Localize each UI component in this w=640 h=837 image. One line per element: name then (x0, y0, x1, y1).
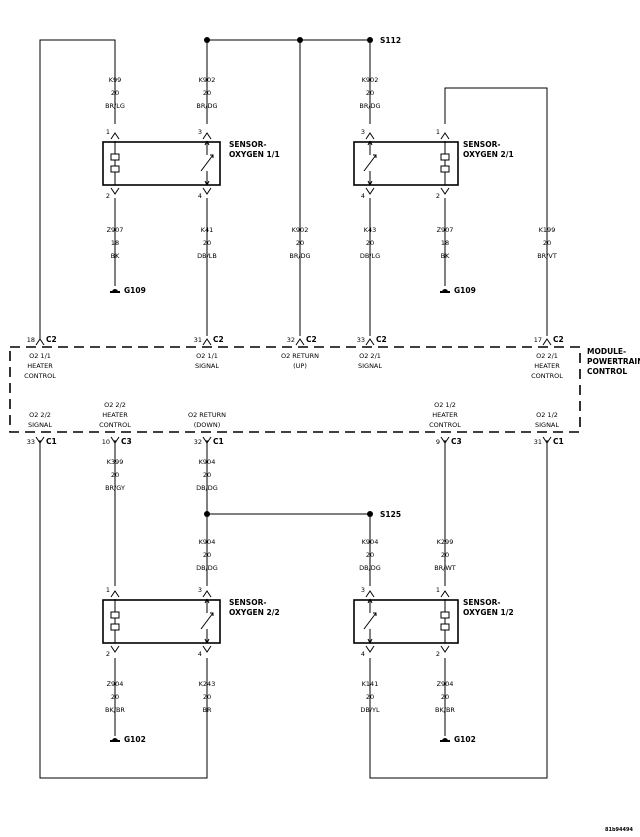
pcm-module-outline (9, 346, 581, 433)
svg-text:C1: C1 (553, 437, 564, 446)
svg-text:3: 3 (361, 128, 365, 136)
svg-text:1: 1 (436, 128, 440, 136)
figure-id: 81b94494 (605, 827, 633, 833)
ground-g102-left-icon (109, 737, 121, 742)
svg-text:32: 32 (194, 438, 202, 446)
svg-text:10: 10 (102, 438, 110, 446)
svg-text:C3: C3 (451, 437, 462, 446)
ground-label-g109-right: G109 (454, 286, 476, 295)
sensor-oxygen-1-2 (353, 590, 459, 653)
svg-text:4: 4 (361, 192, 365, 200)
svg-text:9: 9 (436, 438, 440, 446)
svg-text:C2: C2 (46, 335, 57, 344)
ground-g102-right-icon (439, 737, 451, 742)
svg-text:1: 1 (106, 128, 110, 136)
svg-text:33: 33 (27, 438, 35, 446)
splice-s125: S125 (380, 510, 401, 519)
svg-text:31: 31 (534, 438, 542, 446)
svg-text:O2 RETURN(DOWN): O2 RETURN(DOWN) (188, 411, 226, 429)
svg-text:C1: C1 (46, 437, 57, 446)
svg-text:O2 RETURN(UP): O2 RETURN(UP) (281, 352, 319, 370)
svg-text:3: 3 (361, 586, 365, 594)
svg-text:2: 2 (106, 192, 110, 200)
sensor-name-o21: SENSOR-OXYGEN 2/1 (463, 140, 514, 159)
ground-g109-left-icon (109, 288, 121, 293)
svg-text:32: 32 (287, 336, 295, 344)
pcm-pins-top: 18 C2 31 C2 32 C2 33 C2 17 C2 (27, 335, 564, 344)
ground-label-g102-left: G102 (124, 735, 146, 744)
bottom-wiring (39, 440, 548, 779)
ground-g109-right-icon (439, 288, 451, 293)
svg-text:33: 33 (357, 336, 365, 344)
svg-text:C2: C2 (376, 335, 387, 344)
svg-text:3: 3 (198, 128, 202, 136)
svg-text:3: 3 (198, 586, 202, 594)
svg-text:1: 1 (436, 586, 440, 594)
svg-text:C2: C2 (553, 335, 564, 344)
sensor-oxygen-2-2 (102, 590, 221, 653)
pcm-pins-bottom: 33 C1 10 C3 32 C1 9 C3 31 C1 (27, 437, 564, 446)
svg-text:2: 2 (436, 650, 440, 658)
sensor-oxygen-1-1 (102, 132, 221, 195)
svg-text:2: 2 (436, 192, 440, 200)
splice-s112: S112 (380, 36, 401, 45)
svg-text:18: 18 (27, 336, 35, 344)
sensor-name-o11: SENSOR-OXYGEN 1/1 (229, 140, 280, 159)
svg-text:C3: C3 (121, 437, 132, 446)
sensor-name-o22: SENSOR-OXYGEN 2/2 (229, 598, 280, 617)
svg-text:4: 4 (198, 192, 202, 200)
svg-text:C1: C1 (213, 437, 224, 446)
svg-text:4: 4 (198, 650, 202, 658)
sensor-oxygen-2-1 (353, 132, 459, 195)
top-wiring (39, 37, 548, 340)
svg-text:4: 4 (361, 650, 365, 658)
sensor-pin-numbers: 1 3 2 4 3 1 4 2 1 3 2 4 3 1 4 2 (106, 128, 440, 658)
ground-label-g102-right: G102 (454, 735, 476, 744)
ground-label-g109-left: G109 (124, 286, 146, 295)
svg-text:1: 1 (106, 586, 110, 594)
svg-text:C2: C2 (306, 335, 317, 344)
sensor-name-o12: SENSOR-OXYGEN 1/2 (463, 598, 514, 617)
svg-text:31: 31 (194, 336, 202, 344)
svg-text:C2: C2 (213, 335, 224, 344)
svg-text:2: 2 (106, 650, 110, 658)
svg-text:17: 17 (534, 336, 542, 344)
